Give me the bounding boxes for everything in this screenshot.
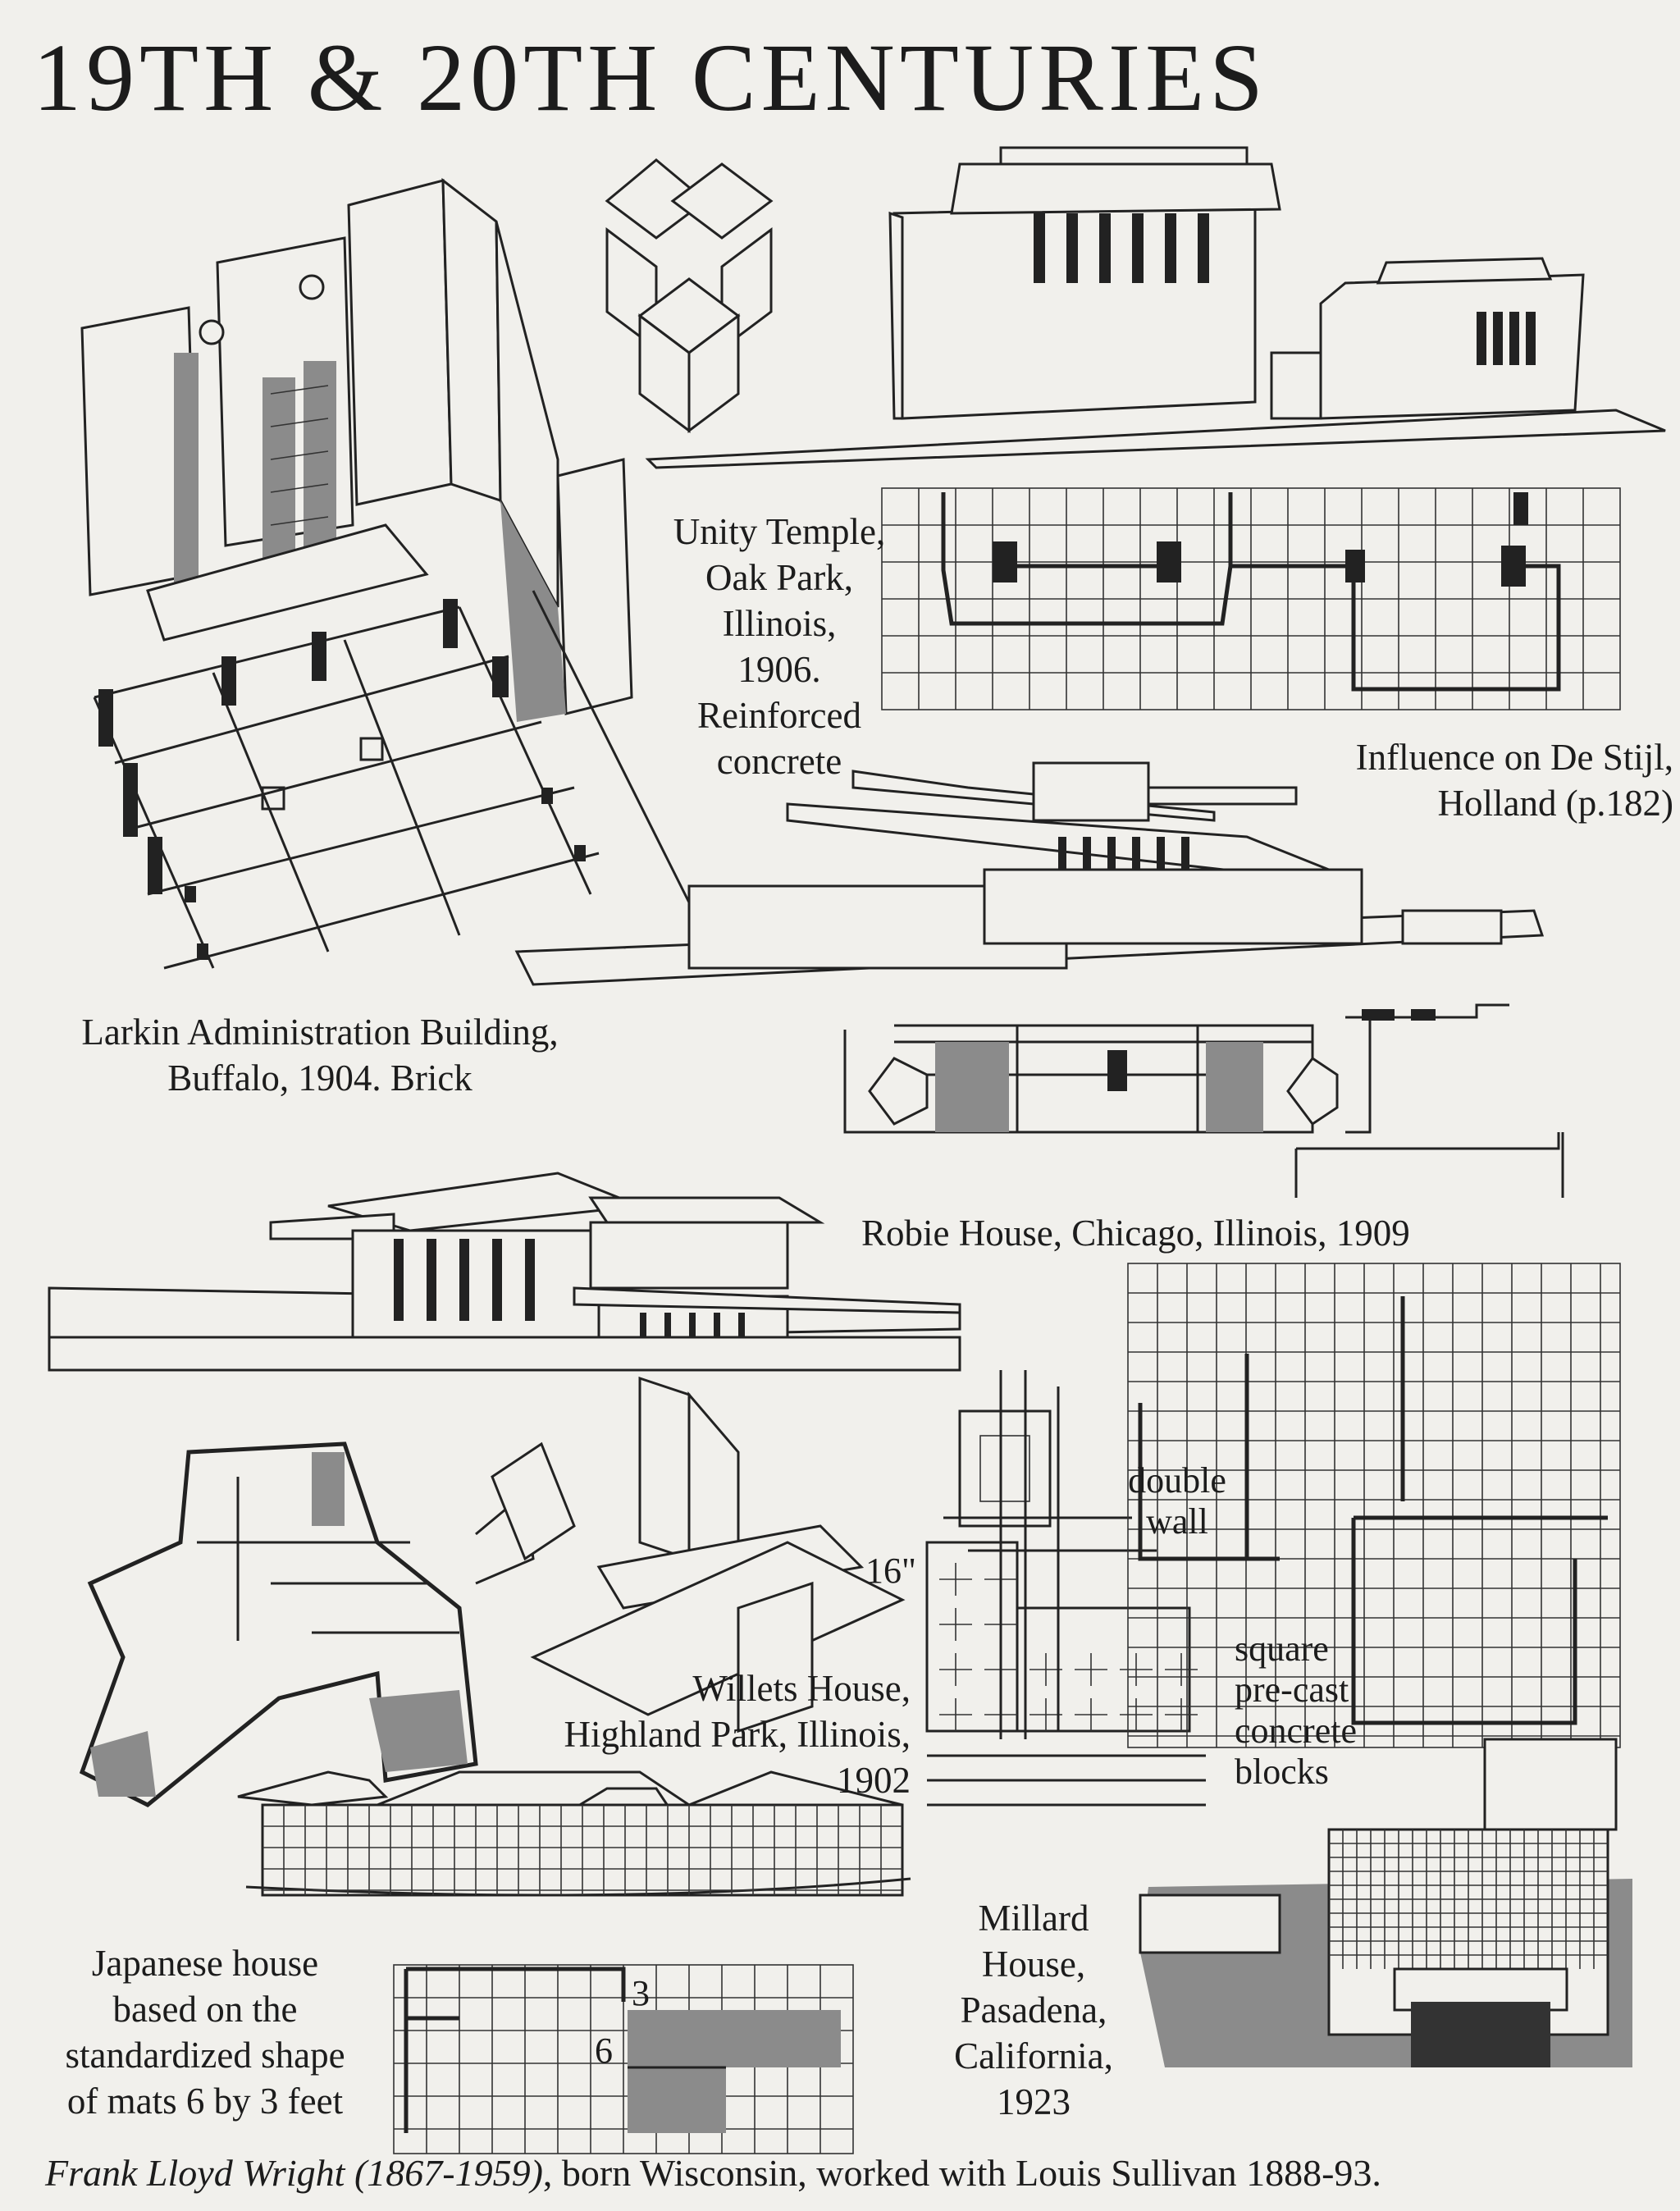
destijl-cube-diagram	[605, 158, 774, 433]
millard-house-plan	[1127, 1263, 1621, 1748]
japanese-mat-plan	[393, 1964, 854, 2154]
unity-temple-drawing	[645, 146, 1666, 469]
larkin-caption: Larkin Administration Building, Buffalo,…	[81, 1012, 559, 1099]
mat-3-label: 3	[632, 1973, 650, 2013]
page-title: 19TH & 20TH CENTURIES	[33, 24, 1268, 131]
larkin-building-drawing	[80, 177, 699, 970]
robie-caption: Robie House, Chicago, Illinois, 1909	[861, 1213, 1410, 1254]
footer-caption: Frank Lloyd Wright (1867-1959), born Wis…	[45, 2151, 1669, 2195]
robie-house-plan	[843, 1003, 1564, 1198]
footer-rest: , born Wisconsin, worked with Louis Sull…	[542, 2152, 1381, 2194]
willets-caption: Willets House, Highland Park, Illinois, …	[564, 1668, 911, 1801]
robie-house-drawing	[514, 761, 1545, 986]
destijl-composition	[530, 1376, 906, 1734]
unity-temple-plan	[881, 487, 1621, 710]
sixteen-inch-label: 16"	[865, 1551, 916, 1591]
millard-caption: Millard House, Pasadena, California, 192…	[954, 1898, 1113, 2122]
japanese-caption: Japanese house based on the standardized…	[65, 1943, 345, 2122]
de-stijl-caption: Influence on De Stijl, Holland (p.182)	[1355, 737, 1673, 824]
concrete-block-detail	[925, 1370, 1206, 1807]
footer-name-dates: Frank Lloyd Wright (1867-1959)	[45, 2152, 543, 2194]
unity-temple-caption: Unity Temple, Oak Park, Illinois, 1906. …	[673, 511, 886, 782]
mat-6-label: 6	[595, 2031, 613, 2071]
double-wall-label: double wall	[1128, 1460, 1226, 1542]
millard-house-drawing	[1139, 1738, 1632, 2067]
japanese-house-drawing	[237, 1770, 911, 1897]
blocks-label: square pre-cast concrete blocks	[1235, 1629, 1357, 1792]
willets-house-plan	[79, 1441, 576, 1807]
willets-house-drawing	[48, 1172, 961, 1372]
